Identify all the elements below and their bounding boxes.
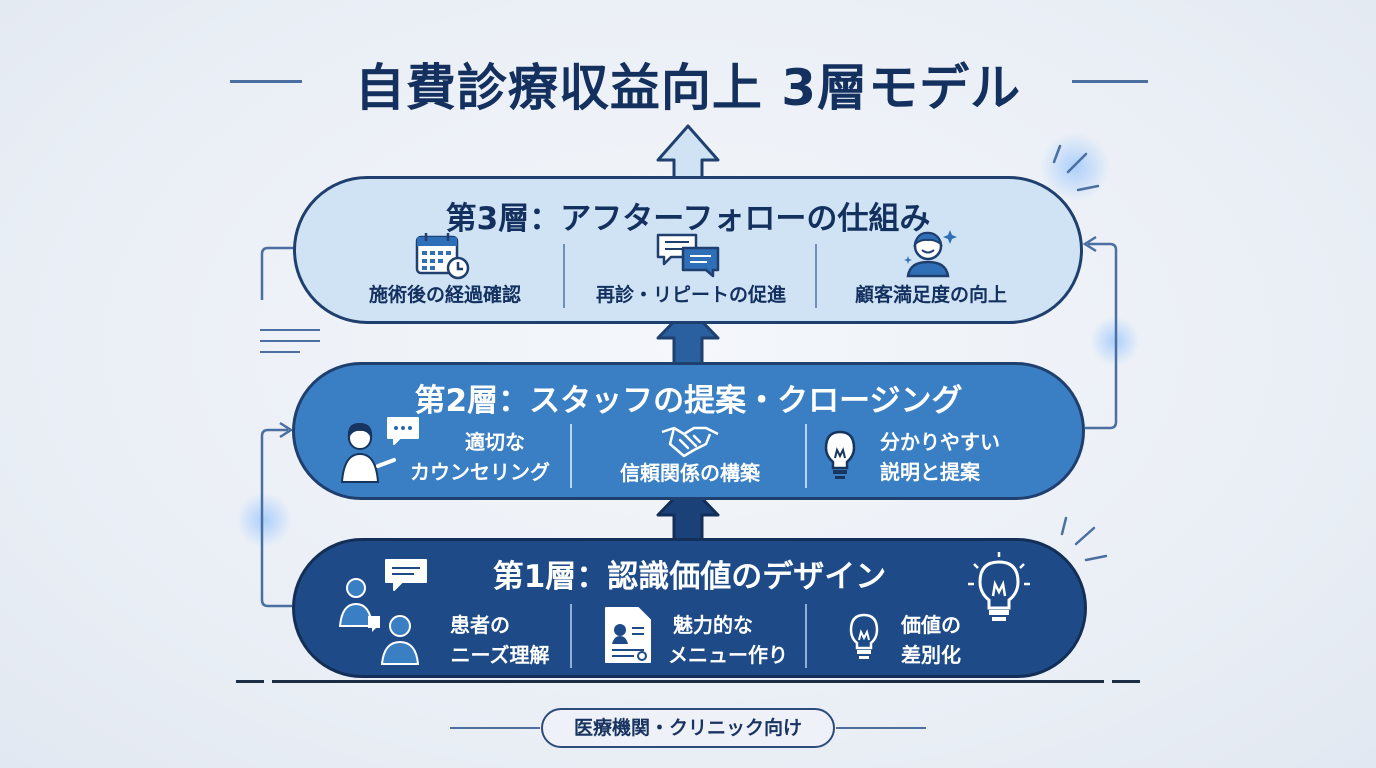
layer-2-item-3-line-2: 説明と提案 bbox=[880, 460, 980, 484]
lightbulb-icon bbox=[849, 613, 879, 659]
layer-2-item-2: 信頼関係の構築 bbox=[620, 461, 760, 485]
layer-2-title: 第2層：スタッフの提案・クロージング bbox=[414, 383, 963, 419]
menu-document-icon bbox=[605, 607, 651, 663]
layer-3-item-1: 施術後の経過確認 bbox=[368, 284, 521, 306]
layer-1-item-2-line-2: メニュー作り bbox=[668, 643, 788, 667]
ground-line bbox=[272, 680, 1104, 683]
ground-line bbox=[236, 680, 264, 683]
layer-2-divider bbox=[805, 424, 807, 488]
layer-2-item-1-line-1: 適切な bbox=[465, 430, 525, 454]
badge-line-right bbox=[836, 727, 926, 729]
layer-3-item-3: 顧客満足度の向上 bbox=[854, 284, 1007, 306]
badge-line-left bbox=[450, 727, 540, 729]
layer-1-item-2-line-1: 魅力的な bbox=[673, 613, 753, 637]
layer-3-title: 第3層：アフターフォローの仕組み bbox=[445, 201, 931, 237]
layer-1-item-3-line-2: 差別化 bbox=[901, 643, 961, 667]
layer-3-divider bbox=[815, 244, 817, 308]
layer-3-divider bbox=[563, 244, 565, 308]
title-line-left bbox=[230, 80, 302, 83]
smiling-person-icon bbox=[904, 230, 957, 278]
page-title: 自費診療収益向上 3層モデル bbox=[354, 59, 1022, 117]
ground-line bbox=[1112, 680, 1140, 683]
title-line-right bbox=[1072, 80, 1148, 83]
audience-badge: 医療機関・クリニック向け bbox=[541, 708, 835, 748]
chat-bubbles-icon bbox=[656, 233, 720, 278]
layer-1-divider bbox=[805, 604, 807, 668]
patient-conversation-icon bbox=[338, 559, 427, 665]
layer-1-title: 第1層：認識価値のデザイン bbox=[492, 559, 887, 595]
layer-2-divider bbox=[570, 424, 572, 488]
layer-1-item-3-line-1: 価値の bbox=[901, 613, 961, 637]
layer-3-item-2: 再診・リピートの促進 bbox=[595, 284, 786, 306]
counselor-speech-icon bbox=[340, 417, 419, 483]
lightbulb-icon bbox=[968, 552, 1030, 621]
layer-1-divider bbox=[570, 604, 572, 668]
layer-2-item-1-line-2: カウンセリング bbox=[410, 460, 550, 484]
calendar-clock-icon bbox=[415, 233, 470, 280]
layer-2-item-3-line-1: 分かりやすい bbox=[880, 430, 1000, 454]
lightbulb-icon bbox=[824, 430, 856, 479]
handshake-icon bbox=[661, 426, 719, 458]
glow-accent bbox=[236, 492, 292, 548]
layer-1-item-1-line-2: ニーズ理解 bbox=[450, 643, 550, 667]
layer-1-item-1-line-1: 患者の bbox=[450, 613, 510, 637]
